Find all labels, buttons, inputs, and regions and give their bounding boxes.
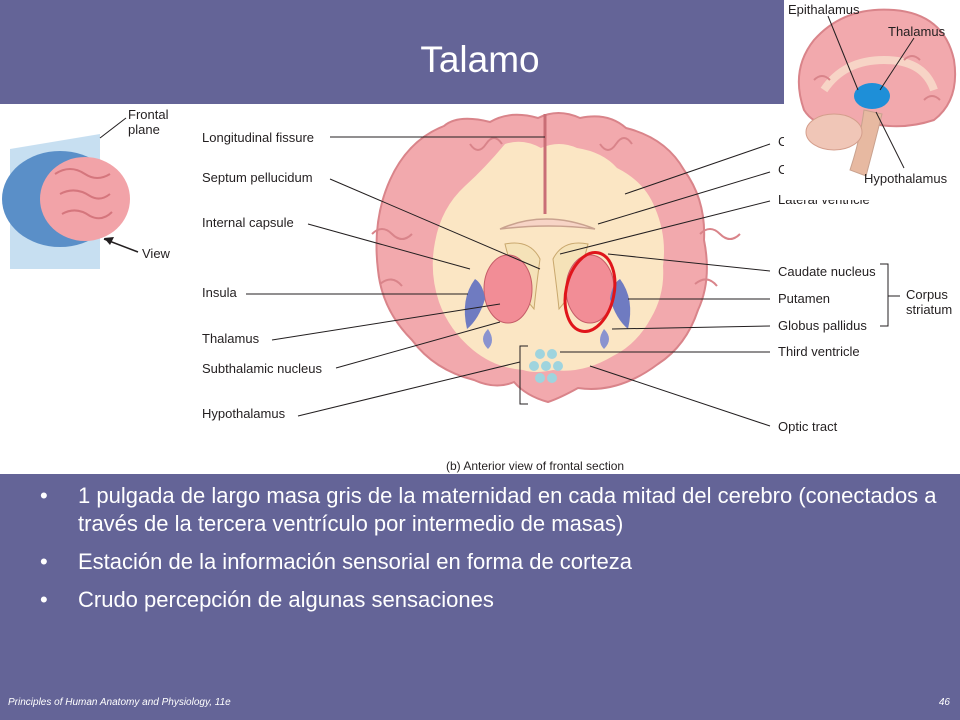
inset-label-epithalamus: Epithalamus xyxy=(788,2,860,17)
label-corpus-striatum: Corpus striatum xyxy=(906,287,953,317)
inset-thalamus xyxy=(854,83,890,109)
coronal-brain-section xyxy=(371,112,741,404)
label-internal-capsule: Internal capsule xyxy=(202,215,294,230)
orientation-brain-icon xyxy=(2,117,139,269)
bullet-item: • 1 pulgada de largo masa gris de la mate… xyxy=(40,482,950,538)
label-frontal-plane: Frontal plane xyxy=(128,107,169,137)
label-septum-pellucidum: Septum pellucidum xyxy=(202,170,313,185)
inset-label-hypothalamus: Hypothalamus xyxy=(864,171,948,186)
sagittal-brain-illustration xyxy=(797,8,957,177)
figure-caption: (b) Anterior view of frontal section xyxy=(446,459,625,473)
bullet-dot-icon: • xyxy=(40,483,48,508)
left-thalamus xyxy=(483,254,533,324)
thalamus-highlight-circle xyxy=(563,251,617,333)
sagittal-brain-inset: Epithalamus Thalamus Hypothalamus xyxy=(784,0,960,200)
label-c-1: C xyxy=(778,134,788,149)
label-thalamus: Thalamus xyxy=(202,331,260,346)
page-number: 46 xyxy=(938,697,950,708)
label-globus-pallidus: Globus pallidus xyxy=(778,318,867,333)
bullet-text: Estación de la información sensorial en … xyxy=(78,549,632,574)
bullet-item: • Estación de la información sensorial en… xyxy=(40,548,950,576)
bullet-text: 1 pulgada de largo masa gris de la mater… xyxy=(78,483,937,536)
label-optic-tract: Optic tract xyxy=(778,419,838,434)
label-hypothalamus: Hypothalamus xyxy=(202,406,286,421)
label-insula: Insula xyxy=(202,285,237,300)
bullet-dot-icon: • xyxy=(40,549,48,574)
bullet-dot-icon: • xyxy=(40,587,48,612)
bullet-text: Crudo percepción de algunas sensaciones xyxy=(78,587,494,612)
label-putamen: Putamen xyxy=(778,291,831,306)
bullet-item: • Crudo percepción de algunas sensaciones xyxy=(40,586,950,614)
label-third-ventricle: Third ventricle xyxy=(778,344,860,359)
label-view: View xyxy=(142,246,170,261)
inset-label-thalamus: Thalamus xyxy=(888,24,946,39)
label-caudate-nucleus: Caudate nucleus xyxy=(778,264,876,279)
label-c-2: C xyxy=(778,162,788,177)
brain-section-illustration xyxy=(2,112,900,427)
slide-title: Talamo xyxy=(420,39,540,80)
label-subthalamic-nucleus: Subthalamic nucleus xyxy=(202,361,322,376)
label-longitudinal-fissure: Longitudinal fissure xyxy=(202,130,315,145)
footer-source: Principles of Human Anatomy and Physiolo… xyxy=(8,697,231,708)
bullet-list: • 1 pulgada de largo masa gris de la mate… xyxy=(40,482,950,624)
